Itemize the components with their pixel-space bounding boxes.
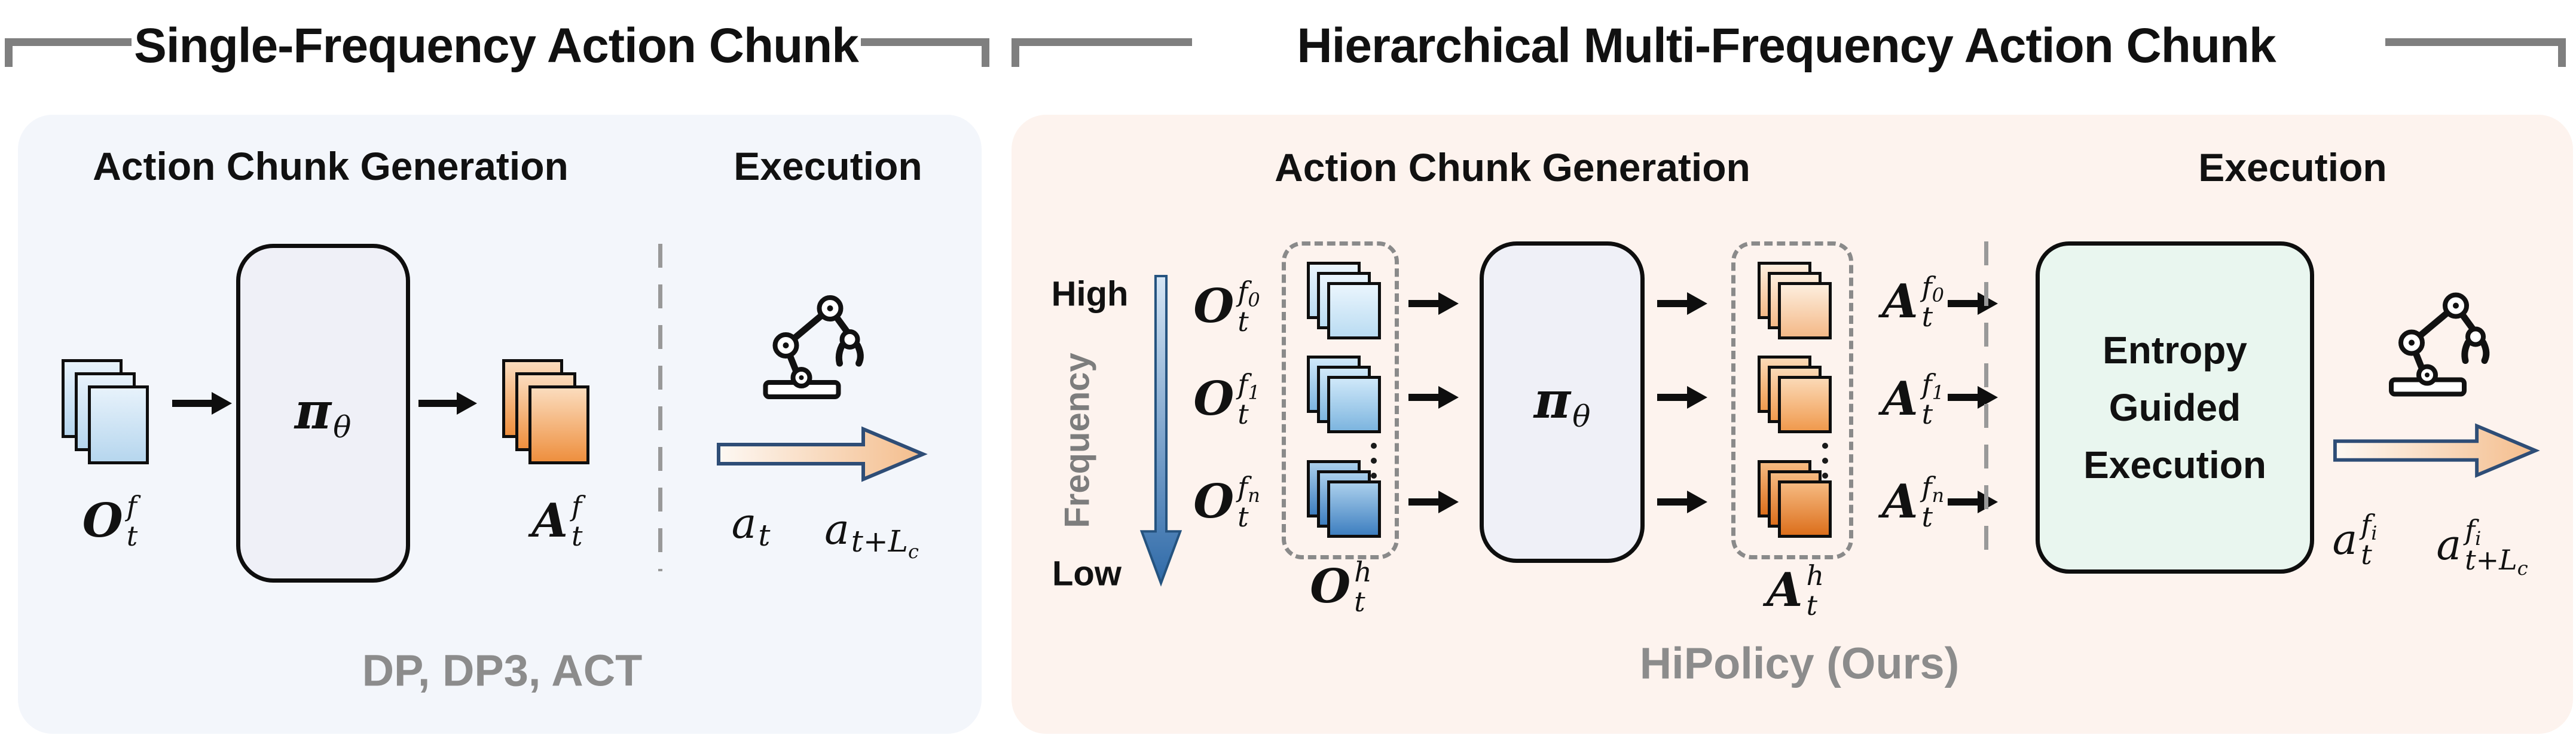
right-bracket-bar [1012,38,1192,46]
section-divider [658,244,662,571]
ellipsis-dots-icon [1371,443,1377,479]
arrow-right-icon [1657,498,1687,506]
chunk-card [88,385,149,464]
chunk-card [1778,480,1832,538]
arrow-right-icon [1408,394,1438,401]
section-divider [1984,241,1988,563]
left-bracket-corner [982,38,989,67]
act-group-label: A h t [1766,559,1825,621]
left-figure-title: Single-Frequency Action Chunk [134,19,859,73]
chunk-card [1327,480,1381,538]
guided-line: Guided [2109,386,2241,429]
arrow-right-icon [1408,498,1438,506]
arrow-right-icon [1657,300,1687,307]
execution-line: Execution [2083,443,2266,486]
left-bracket-bar [5,38,132,46]
single-frequency-panel [18,115,982,734]
frequency-high-label: High [1051,274,1129,314]
entropy-guided-execution-box: Entropy Guided Execution [2036,241,2314,574]
chunk-card [1327,282,1381,339]
frequency-down-arrow-icon [1139,275,1182,587]
arrow-right-icon [418,400,457,407]
left-generation-header: Action Chunk Generation [93,144,569,188]
right-bracket-corner [2558,38,2566,67]
left-action-label: A f t [531,490,583,552]
frequency-low-label: Low [1052,554,1122,593]
arrow-right-icon [1948,300,1978,307]
left-policy-box [236,244,410,583]
action-group-box [1731,241,1853,559]
right-execution-header: Execution [2198,145,2387,189]
chunk-card [1778,376,1832,433]
arrow-right-icon [1948,394,1978,401]
right-bracket-bar [2385,38,2566,46]
frequency-axis-label: Frequency [1058,353,1097,528]
left-methods-caption: DP, DP3, ACT [362,645,643,696]
chunk-card [1327,376,1381,433]
right-figure-title: Hierarchical Multi-Frequency Action Chun… [1297,19,2276,73]
right-generation-header: Action Chunk Generation [1275,145,1750,189]
robot-arm-icon [763,295,864,399]
left-policy-label: π θ [294,381,352,445]
robot-arm-icon [2389,292,2490,397]
obs-group-label: O h t [1310,556,1372,618]
left-execution-header: Execution [734,144,922,188]
left-observation-label: O f t [82,490,138,552]
flow-arrow-icon [717,426,928,482]
arrow-right-icon [172,400,212,407]
arrow-right-icon [1948,498,1978,506]
right-policy-box [1480,241,1645,563]
right-policy-label: π θ [1533,370,1591,434]
left-bracket-bar [861,38,989,46]
chunk-card [528,385,589,464]
exec-start-label: a t [731,499,771,553]
arrow-right-icon [1408,300,1438,307]
entropy-line: Entropy [2103,329,2247,372]
ellipsis-dots-icon [1822,443,1828,479]
flow-arrow-icon [2333,423,2540,478]
arrow-right-icon [1657,394,1687,401]
observation-group-box [1282,241,1399,559]
right-method-caption: HiPolicy (Ours) [1639,638,1960,688]
chunk-card [1778,282,1832,339]
